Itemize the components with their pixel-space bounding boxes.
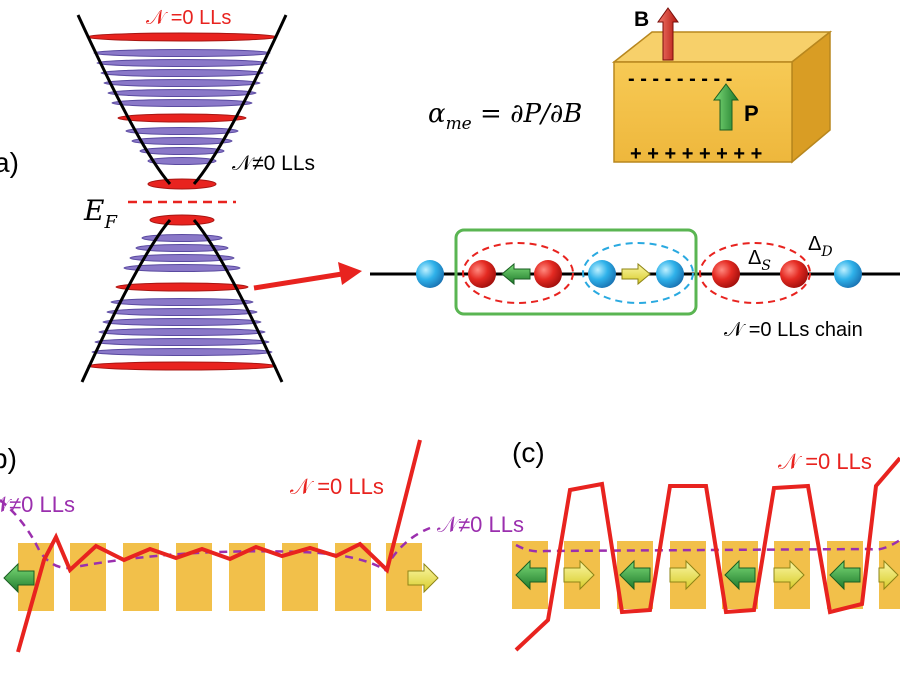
red-site [468, 260, 496, 288]
b-field-arrow-icon [657, 7, 679, 61]
delta-d-label: ΔD [808, 233, 833, 260]
red-site [780, 260, 808, 288]
left-arrow-icon [829, 559, 861, 591]
nonzero-ll-level [135, 244, 229, 252]
nonzero-ll-level [102, 318, 262, 326]
zero-ll-label: 𝒩 =0 LLs [778, 449, 872, 474]
panel-b-label: b) [0, 443, 17, 474]
panel-c-label: (c) [512, 437, 545, 468]
panel-a-label: a) [0, 147, 19, 178]
bottom-positive-charges: + + + + + + + + [630, 143, 762, 165]
red-site [712, 260, 740, 288]
nonzero-ll-level [147, 157, 217, 165]
panel-a: a) [0, 7, 900, 383]
nonzero-ll-level [123, 264, 241, 272]
ll-chain: ΔS ΔD 𝒩 =0 LLs chain [370, 228, 900, 341]
nonzero-ll-level [139, 147, 225, 155]
nonzero-ll-level [98, 328, 266, 336]
chain-label: 𝒩 =0 LLs chain [724, 319, 863, 341]
lower-cone-outline [80, 219, 284, 383]
zero-ll-curve [514, 456, 900, 652]
upper-cone-outline [76, 14, 288, 185]
pointer-arrow-shaft [253, 271, 343, 291]
zero-ll-top-label: 𝒩 =0 LLs [146, 7, 231, 29]
dimer-ring-red [699, 242, 811, 304]
nonzero-ll-level [131, 137, 233, 145]
nonzero-ll-level [93, 49, 271, 57]
blue-site [588, 260, 616, 288]
nonzero-ll-level [103, 79, 261, 87]
dimer-ring-red [462, 242, 574, 304]
right-arrow-icon [669, 559, 701, 591]
nonzero-ll-level [141, 234, 223, 242]
zero-ll-level [115, 282, 249, 292]
left-arrow-icon [724, 559, 756, 591]
fermi-level-label: EF [83, 194, 118, 233]
nonzero-ll-level [94, 338, 270, 346]
polarization-label: P [744, 101, 759, 126]
left-arrow-icon [515, 559, 547, 591]
nonzero-ll-level [111, 99, 253, 107]
nonzero-ll-level [125, 127, 239, 135]
b-field-label: B [634, 8, 649, 31]
nonzero-ll-level [91, 348, 273, 356]
lower-cone-levels [87, 214, 277, 371]
me-formula: αme = ∂P/∂B [428, 99, 582, 134]
top-negative-charges: - - - - - - - - - [628, 68, 732, 90]
nonzero-ll-label: 𝒩≠0 LLs [232, 152, 315, 175]
zero-ll-level-near-fermi [149, 214, 215, 226]
dimer-ring-blue [582, 242, 694, 304]
me-inset: αme = ∂P/∂B - - - - - - - - - + + + + + … [428, 7, 833, 165]
zero-ll-level-near-fermi [147, 178, 217, 190]
upper-cone-levels [86, 32, 278, 190]
nonzero-ll-right-label: 𝒩≠0 LLs [437, 512, 524, 537]
zero-ll-level [117, 113, 247, 123]
nonzero-ll-level [129, 254, 235, 262]
nonzero-ll-level [107, 89, 257, 97]
panel-b: b) 𝒩 =0 LLs 𝒩≠0 LLs 𝒩≠0 LLs [0, 439, 524, 653]
nonzero-ll-level [106, 308, 258, 316]
right-arrow-icon [621, 262, 651, 286]
zero-ll-label: 𝒩 =0 LLs [290, 474, 384, 499]
delta-s-label: ΔS [748, 247, 771, 274]
blue-site [656, 260, 684, 288]
unit-cell-box [454, 228, 698, 316]
left-arrow-icon [3, 562, 35, 594]
nonzero-ll-level [100, 69, 264, 77]
right-arrow-icon [878, 559, 899, 591]
block [229, 543, 265, 611]
red-site [534, 260, 562, 288]
right-arrow-icon [407, 562, 439, 594]
nonzero-ll-level [110, 298, 254, 306]
panel-b-blocks [18, 543, 422, 611]
panel-c: (c) 𝒩 =0 LLs [512, 437, 900, 652]
pointer-arrow-head [338, 262, 362, 285]
box-front-face [613, 61, 793, 163]
blue-site [834, 260, 862, 288]
zero-ll-curve [16, 439, 422, 653]
polarization-arrow-icon [713, 83, 739, 131]
left-arrow-icon [619, 559, 651, 591]
right-arrow-icon [773, 559, 805, 591]
right-arrow-icon [563, 559, 595, 591]
blue-site [416, 260, 444, 288]
zero-ll-level-bottom [87, 361, 277, 371]
nonzero-ll-left-label: 𝒩≠0 LLs [0, 492, 75, 517]
left-arrow-icon [501, 262, 531, 286]
zero-ll-level-top [86, 32, 278, 42]
nonzero-ll-level [96, 59, 268, 67]
